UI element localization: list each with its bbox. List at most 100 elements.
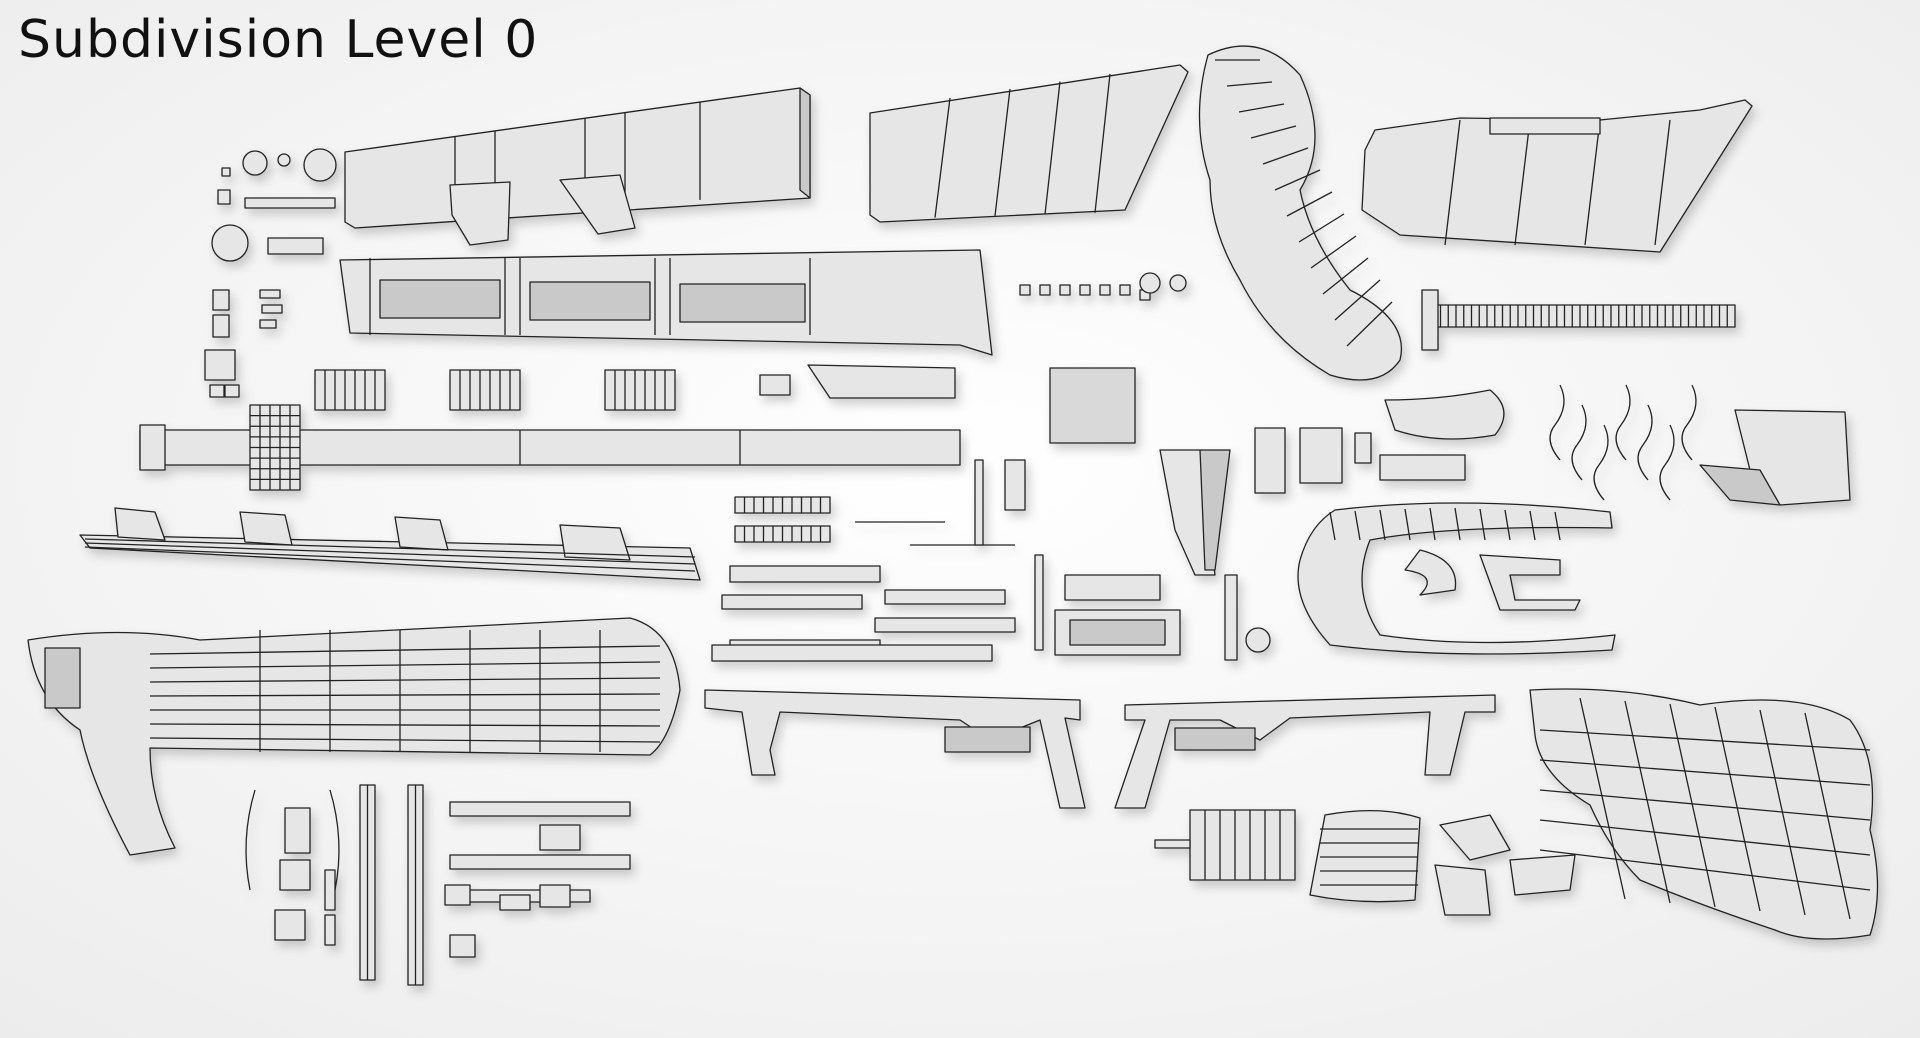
edge-line <box>1654 119 1671 246</box>
slim-pin <box>1224 574 1238 661</box>
small-block <box>539 824 581 851</box>
pin-part <box>1354 432 1372 464</box>
edge-line <box>1539 759 1871 786</box>
rail-fin-3 <box>394 516 449 551</box>
edge-line <box>1329 511 1336 541</box>
small-block-2 <box>444 884 471 906</box>
ornament-part <box>1615 384 1631 461</box>
vertical-pin-2 <box>1034 554 1044 651</box>
top-right-notch <box>1489 117 1601 135</box>
small-part <box>261 304 283 314</box>
curved-frame-part <box>1297 502 1616 655</box>
curved-grip-part <box>1198 45 1402 381</box>
small-part <box>1019 284 1031 296</box>
round-part <box>303 148 337 182</box>
edge-line <box>1322 257 1369 295</box>
round-part <box>211 224 249 262</box>
bridge-window-2 <box>1174 727 1256 751</box>
edge-line <box>1454 507 1461 541</box>
spring-part-2 <box>329 789 340 891</box>
edge-line <box>1539 819 1871 856</box>
horizontal-rod-part-2 <box>449 854 631 870</box>
square-plate-part <box>1049 367 1136 444</box>
rail-slot <box>679 283 806 323</box>
edge-line <box>149 723 661 727</box>
edge-line <box>149 661 661 669</box>
top-box-side <box>799 87 811 199</box>
bolt-block-3 <box>274 909 306 941</box>
pin-part-3 <box>324 914 336 946</box>
edge-line <box>149 693 661 697</box>
round-part <box>242 150 268 176</box>
arch-part <box>1384 389 1505 440</box>
clip-part <box>1439 814 1511 861</box>
small-part <box>259 289 281 299</box>
edge-line <box>1554 511 1561 541</box>
axle-part <box>1154 839 1191 849</box>
edge-line <box>1529 510 1536 541</box>
edge-line <box>149 677 661 683</box>
ornament-part <box>1659 424 1675 501</box>
spring-part <box>245 789 256 891</box>
edge-line <box>1539 849 1871 891</box>
top-box-bracket <box>449 181 511 246</box>
edge-line <box>1584 119 1601 246</box>
round-part <box>1169 274 1187 292</box>
edge-line <box>934 97 951 218</box>
pin-part-2 <box>324 869 336 911</box>
edge-line <box>1286 191 1333 217</box>
stock-window <box>44 647 81 709</box>
edge-line <box>1479 508 1486 541</box>
edge-line <box>1539 729 1871 751</box>
ornament-part <box>1593 424 1609 501</box>
thin-plate-part <box>807 364 956 399</box>
edge-line <box>84 546 696 572</box>
short-tube-part <box>1379 454 1466 481</box>
small-part <box>244 197 336 209</box>
bracket-part-2 <box>1299 427 1343 484</box>
small-part <box>224 384 240 398</box>
small-part <box>217 189 231 205</box>
clip-part-3 <box>1509 854 1576 896</box>
bracket-part <box>1254 427 1286 494</box>
edge-line <box>994 88 1011 216</box>
clip-part-2 <box>1434 864 1491 916</box>
small-curve-part <box>1404 549 1457 596</box>
small-part <box>1059 284 1071 296</box>
small-part <box>204 349 236 381</box>
edge-line <box>1310 235 1357 269</box>
edge-line <box>1044 81 1061 215</box>
hook-part <box>1479 554 1581 611</box>
edge-line <box>1274 169 1321 191</box>
small-part <box>1079 284 1091 296</box>
small-block-3 <box>539 884 571 908</box>
small-part <box>267 237 324 255</box>
edge-line <box>1354 510 1361 541</box>
bar-part <box>729 565 881 583</box>
edge-line <box>1346 301 1393 347</box>
small-part <box>1119 284 1131 296</box>
edge-line <box>1379 509 1386 541</box>
small-part <box>221 167 231 177</box>
ornament-part <box>1681 384 1697 461</box>
edge-line <box>149 645 661 655</box>
edge-line <box>1624 700 1671 904</box>
edge-line <box>84 538 696 558</box>
top-box-bracket-2 <box>559 174 636 235</box>
edge-line <box>1094 73 1111 213</box>
lower-bridge-right <box>1114 694 1496 809</box>
bar-part-4 <box>884 589 1006 605</box>
small-part <box>212 289 230 311</box>
barrel-cap <box>139 424 166 471</box>
round-part <box>277 153 291 167</box>
edge-line <box>1238 103 1285 113</box>
coil-part <box>314 369 386 411</box>
edge-line <box>1429 507 1436 541</box>
small-part <box>209 384 225 398</box>
rail-fin <box>114 507 166 541</box>
edge-line <box>1262 147 1309 165</box>
right-stock-part <box>1529 688 1879 940</box>
cylinder-part <box>1189 809 1296 881</box>
edge-line <box>84 542 696 565</box>
